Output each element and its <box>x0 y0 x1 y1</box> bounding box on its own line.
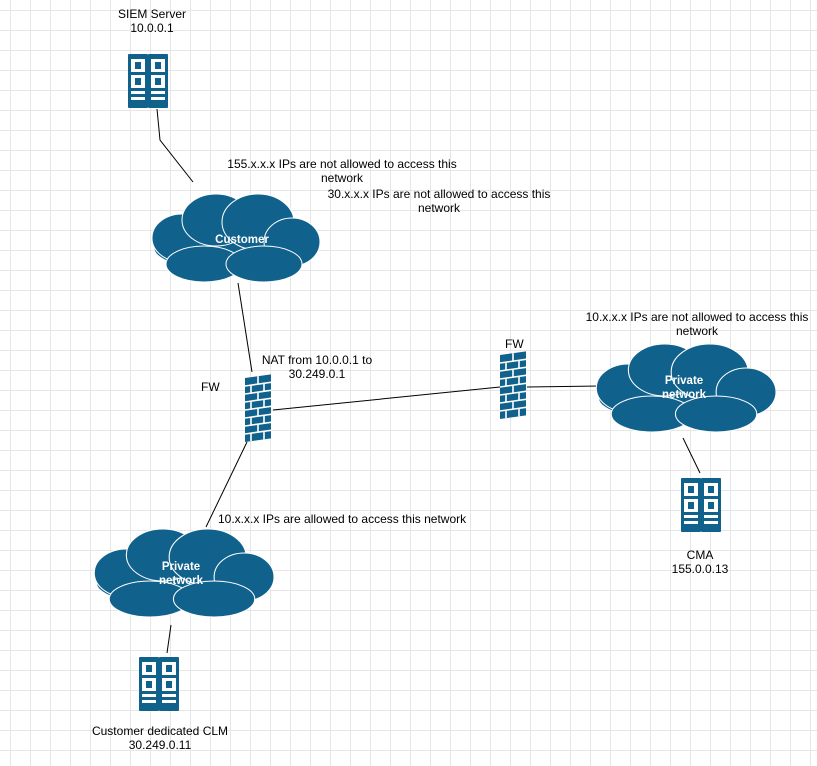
note-10-left: 10.x.x.x IPs are allowed to access this … <box>218 512 467 526</box>
cma-ip: 155.0.0.13 <box>671 562 729 576</box>
edge-private-left-clm <box>166 624 172 654</box>
private-network-left-label: Private network <box>139 560 223 588</box>
siem-server-ip: 10.0.0.1 <box>130 21 174 35</box>
note-155-block: 155.x.x.x IPs are not allowed to access … <box>222 157 462 185</box>
siem-server-name: SIEM Server <box>117 7 186 21</box>
note-155-line1: 155.x.x.x IPs are not allowed to access … <box>227 157 457 171</box>
private-network-left-label-line2: network <box>158 575 204 587</box>
nat-note-block: NAT from 10.0.0.1 to 30.249.0.1 <box>247 353 387 381</box>
note-10-right-line2: network <box>675 324 719 338</box>
firewall-right-label: FW <box>505 337 524 351</box>
note-30-line2: network <box>417 201 461 215</box>
siem-server-label: SIEM Server 10.0.0.1 <box>92 7 212 35</box>
private-network-right-label-line1: Private <box>664 375 704 387</box>
note-30-block: 30.x.x.x IPs are not allowed to access t… <box>318 187 560 215</box>
edge-fw-right-private-right <box>526 385 601 388</box>
customer-cloud-label: Customer <box>215 234 269 246</box>
clm-name: Customer dedicated CLM <box>91 724 229 738</box>
note-10-right-block: 10.x.x.x IPs are not allowed to access t… <box>578 310 816 338</box>
firewall-left-icon <box>244 373 272 443</box>
note-30-line1: 30.x.x.x IPs are not allowed to access t… <box>327 187 551 201</box>
private-network-left-label-line1: Private <box>161 561 201 573</box>
note-155-line2: network <box>320 171 364 185</box>
cma-name: CMA <box>686 548 714 562</box>
note-10-right-line1: 10.x.x.x IPs are not allowed to access t… <box>585 310 809 324</box>
nat-note-line1: NAT from 10.0.0.1 to <box>261 353 373 367</box>
firewall-left-label: FW <box>201 380 220 394</box>
edge-private-right-cma <box>682 437 701 474</box>
private-network-right-label-line2: network <box>661 389 707 401</box>
private-network-right-label: Private network <box>642 374 726 402</box>
clm-server-icon <box>139 657 179 711</box>
firewall-right-icon <box>499 350 527 420</box>
edge-fw-left-private-left <box>205 441 248 528</box>
edge-customer-fw-left <box>237 282 253 373</box>
cma-server-icon <box>681 478 721 532</box>
edge-fw-left-fw-right <box>272 386 501 411</box>
edge-siem-customer <box>156 108 194 183</box>
nat-note-line2: 30.249.0.1 <box>288 367 346 381</box>
cma-label: CMA 155.0.0.13 <box>650 548 750 576</box>
siem-server-icon <box>128 54 168 108</box>
clm-label: Customer dedicated CLM 30.249.0.11 <box>80 724 240 752</box>
connectors <box>156 108 701 654</box>
clm-ip: 30.249.0.11 <box>128 738 192 752</box>
